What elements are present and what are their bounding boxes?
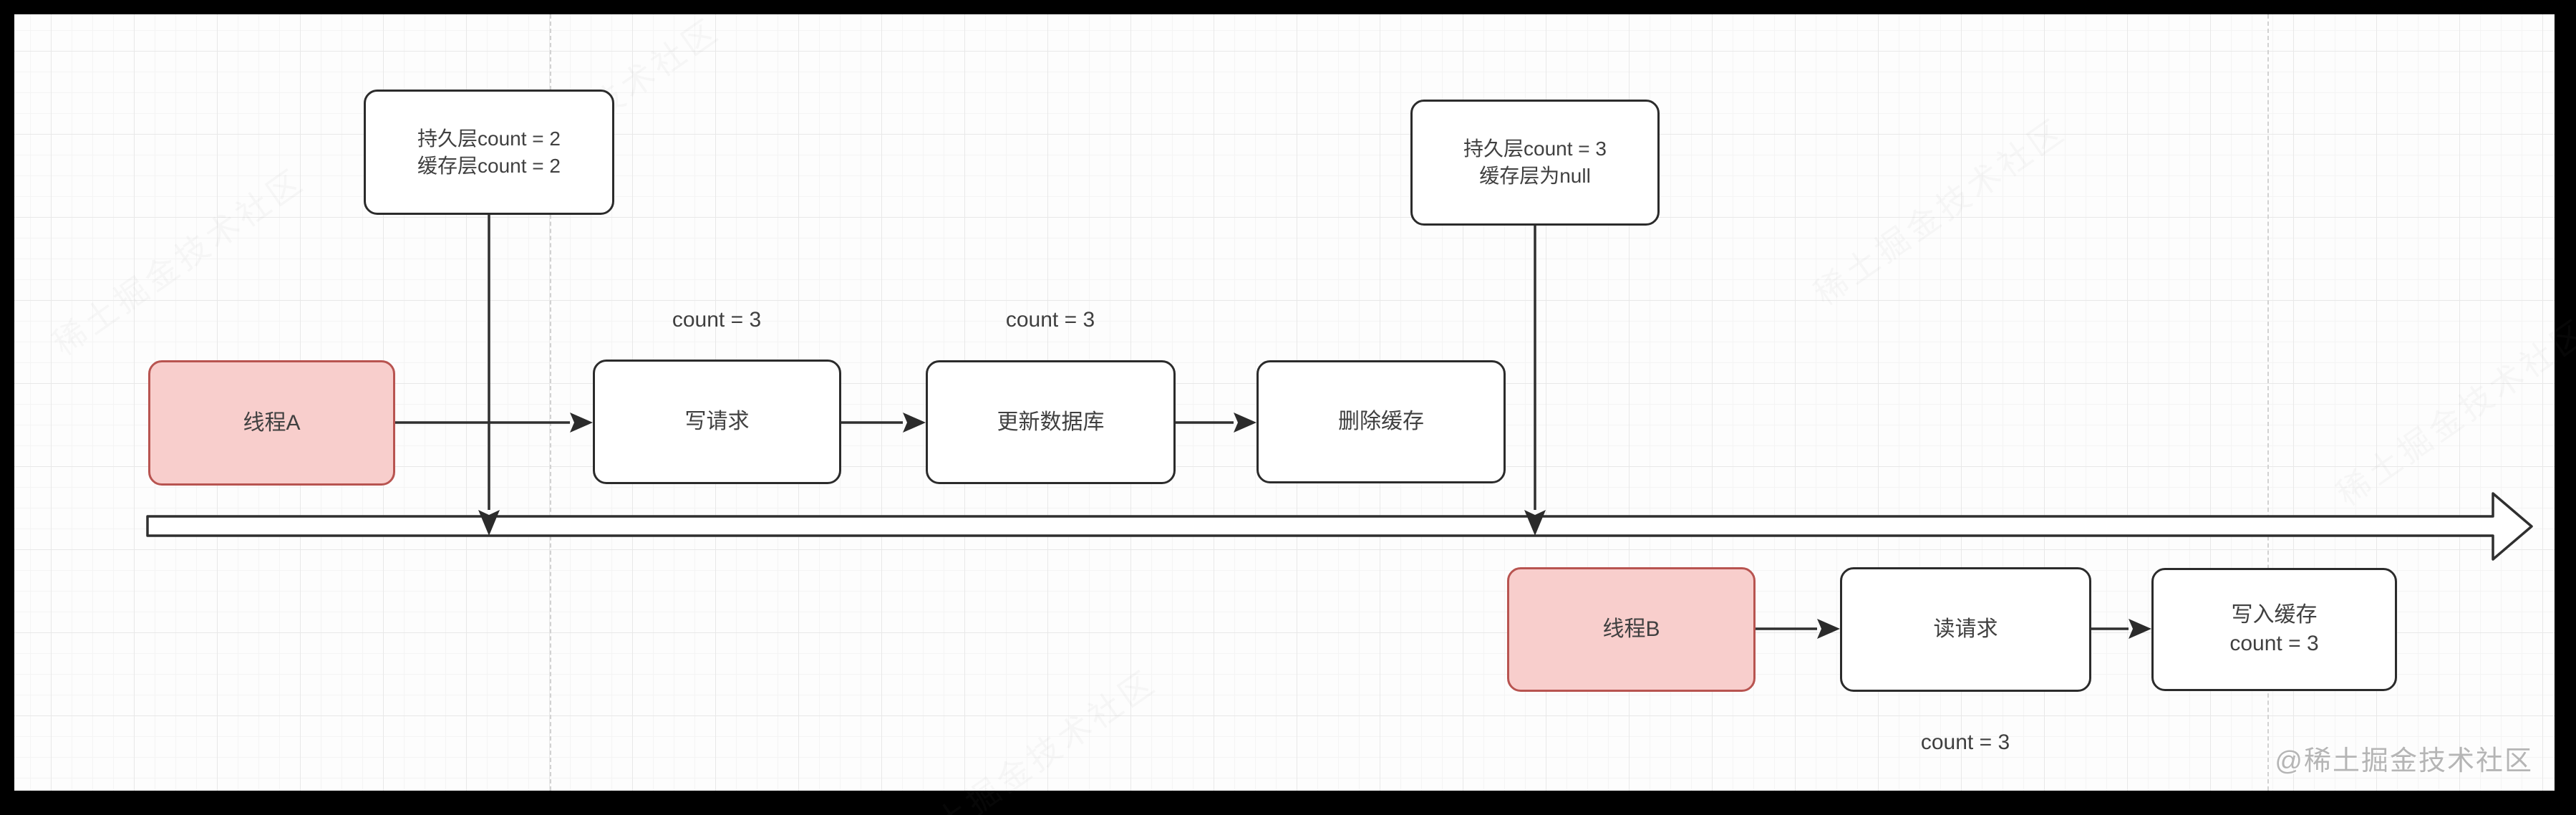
- annotation-b-line2: 缓存层为null: [1479, 165, 1591, 187]
- node-read-request: 读请求: [1840, 567, 2091, 692]
- annotation-a-line2: 缓存层count = 2: [417, 154, 561, 177]
- annotation-box-b: 持久层count = 3 缓存层为null: [1410, 100, 1660, 226]
- update-database-label: 更新数据库: [997, 410, 1105, 434]
- node-write-request: 写请求: [593, 360, 841, 484]
- write-cache-label: 写入缓存: [2231, 603, 2318, 627]
- node-write-cache: 写入缓存 count = 3: [2151, 568, 2397, 691]
- annotation-b-line1: 持久层count = 3: [1463, 138, 1607, 160]
- node-thread-a: 线程A: [148, 360, 395, 486]
- write-request-label: 写请求: [684, 410, 750, 433]
- credit-watermark: @稀土掘金技术社区: [2275, 746, 2533, 776]
- note-count-write: count = 3: [672, 308, 762, 332]
- node-update-database: 更新数据库: [926, 360, 1176, 484]
- timeline-arrow: [146, 492, 2533, 561]
- annotation-a-line1: 持久层count = 2: [417, 127, 561, 150]
- annotation-b-arrowhead: [1524, 510, 1546, 536]
- read-request-label: 读请求: [1933, 617, 1998, 641]
- note-count-update: count = 3: [1005, 308, 1095, 332]
- thread-b-label: 线程B: [1602, 617, 1660, 641]
- annotation-box-a: 持久层count = 2 缓存层count = 2: [364, 90, 614, 215]
- note-count-read: count = 3: [1920, 730, 2010, 754]
- delete-cache-label: 删除缓存: [1338, 410, 1424, 433]
- node-delete-cache: 删除缓存: [1256, 360, 1506, 483]
- annotation-a-arrowhead: [478, 510, 500, 536]
- thread-a-label: 线程A: [243, 410, 301, 435]
- write-cache-sublabel: count = 3: [2229, 632, 2319, 655]
- page-boundary-line-right: [2267, 14, 2269, 791]
- node-thread-b: 线程B: [1507, 567, 1756, 692]
- page-boundary-line-left: [550, 14, 551, 791]
